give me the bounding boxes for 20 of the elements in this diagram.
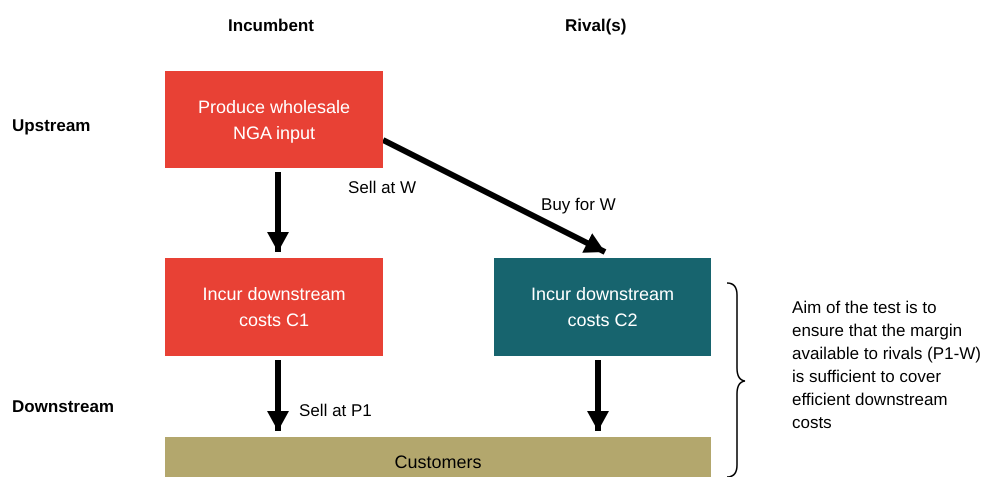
column-heading: Incumbent [228,16,314,36]
box-text: Customers [394,451,482,474]
arrow [267,360,289,431]
box-text: Incur downstream costs C1 [201,283,347,332]
arrow-label: Sell at W [348,178,416,198]
box-text: Incur downstream costs C2 [530,283,676,332]
arrow-label: Sell at P1 [299,401,372,421]
column-heading: Rival(s) [565,16,626,36]
arrow [587,360,609,431]
process-box [494,258,711,356]
box-text: Produce wholesale NGA input [196,96,352,145]
process-box [165,258,383,356]
note-text: Aim of the test is to ensure that the margin available to rivals (P1-W) is sufficient to cover efficient downstream costs [792,297,982,434]
arrow [267,172,289,252]
process-box [165,71,383,168]
arrow-label: Buy for W [541,195,616,215]
row-heading: Downstream [12,397,114,417]
arrow [382,137,606,255]
row-heading: Upstream [12,116,90,136]
customers-band [165,437,711,477]
